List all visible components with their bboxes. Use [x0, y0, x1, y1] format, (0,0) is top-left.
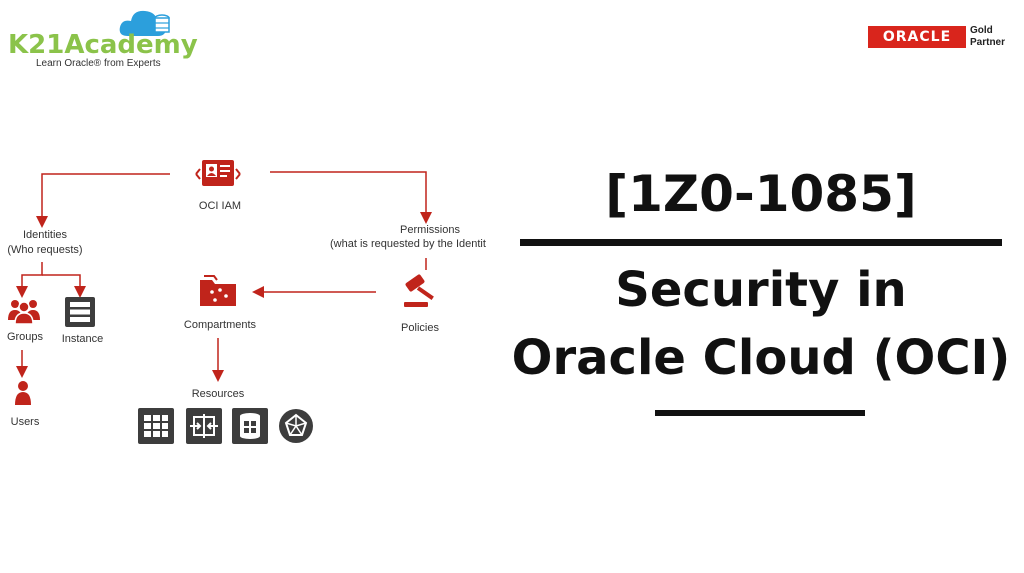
users-label: Users: [10, 416, 40, 428]
identities-sublabel: (Who requests): [7, 244, 83, 256]
logo-tagline: Learn Oracle® from Experts: [36, 58, 161, 69]
instance-icon: [65, 297, 95, 327]
title-line-2: Oracle Cloud (OCI): [511, 330, 1011, 386]
arrow-to-instance: [42, 274, 86, 298]
resources-label: Resources: [191, 388, 245, 400]
instance-label: Instance: [61, 333, 104, 345]
oracle-badge: ORACLE: [868, 26, 966, 48]
arrow-iam-to-identities: [36, 173, 170, 228]
arrow-to-groups: [16, 262, 43, 298]
title-line-1: Security in: [615, 262, 907, 318]
divider-top: [520, 239, 1002, 246]
user-icon: [15, 381, 31, 405]
permissions-sublabel: (what is requested by the Identit: [330, 238, 486, 250]
arrow-iam-to-permissions: [270, 171, 432, 224]
partner-label: Gold Partner: [970, 25, 1005, 49]
container-resource-icon: [279, 409, 313, 443]
divider-bottom: [655, 410, 865, 416]
identities-label: Identities: [22, 229, 68, 241]
policies-label: Policies: [401, 322, 439, 334]
permissions-label: Permissions: [400, 224, 460, 236]
compartment-folder-icon: [200, 275, 236, 306]
exam-code-heading: [1Z0-1085]: [605, 165, 917, 223]
network-resource-icon: [186, 408, 222, 444]
groups-icon: [8, 300, 40, 324]
cloud-database-icon: [119, 10, 170, 36]
compartments-label: Compartments: [183, 319, 257, 331]
groups-label: Groups: [6, 331, 44, 343]
logo-wordmark: K21Academy: [8, 30, 198, 60]
oci-iam-icon: [195, 160, 241, 186]
oci-iam-label: OCI IAM: [198, 200, 242, 212]
partner-level: Gold: [970, 25, 993, 36]
iam-diagram-connectors: [16, 171, 432, 382]
compute-resource-icon: [138, 408, 174, 444]
partner-type: Partner: [970, 37, 1006, 48]
policies-gavel-icon: [404, 274, 434, 307]
storage-resource-icon: [232, 408, 268, 444]
